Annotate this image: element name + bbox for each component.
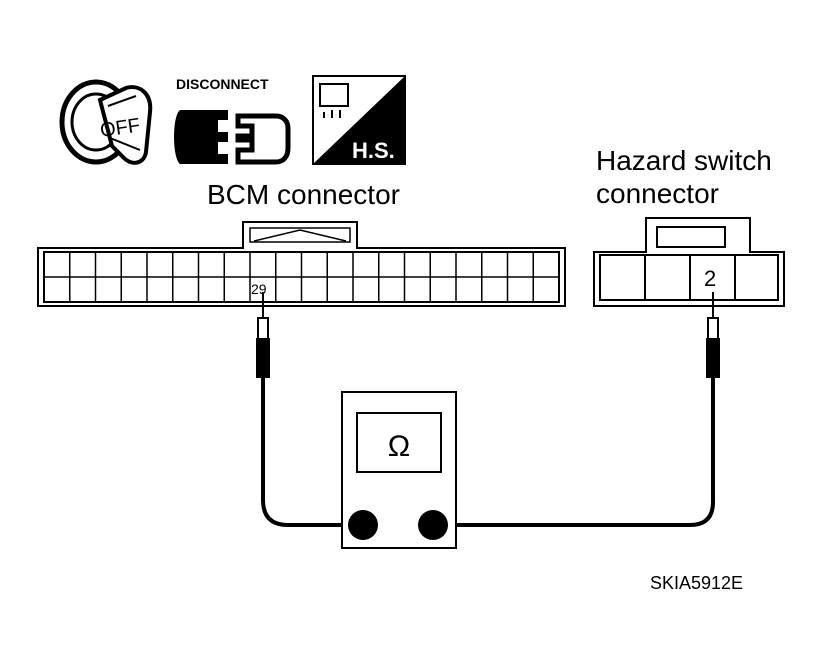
harness-side-text: H.S. [352,138,395,163]
hazard-connector-label-line1: Hazard switch [596,145,772,176]
hazard-pin-number: 2 [704,266,716,291]
disconnect-connector-icon: DISCONNECT [174,76,291,165]
right-test-lead [433,378,715,527]
bcm-connector-label: BCM connector [207,179,400,210]
bcm-pin-number: 29 [251,281,267,297]
left-test-lead [261,378,363,527]
bcm-pin-grid [44,252,559,302]
meter-terminal-right [418,510,448,540]
meter-terminal-left [348,510,378,540]
left-test-probe [256,292,270,378]
ignition-key-off-icon: OFF [59,79,153,165]
ohmmeter-icon: Ω [341,391,457,549]
right-test-probe [706,292,720,378]
harness-side-icon: H.S. [312,75,406,165]
ohm-symbol: Ω [388,430,410,463]
hazard-connector-label-line2: connector [596,178,719,209]
figure-code: SKIA5912E [650,573,743,593]
bcm-connector: 29 [37,221,566,307]
disconnect-label: DISCONNECT [176,76,269,92]
hazard-switch-connector: 2 [593,217,785,307]
